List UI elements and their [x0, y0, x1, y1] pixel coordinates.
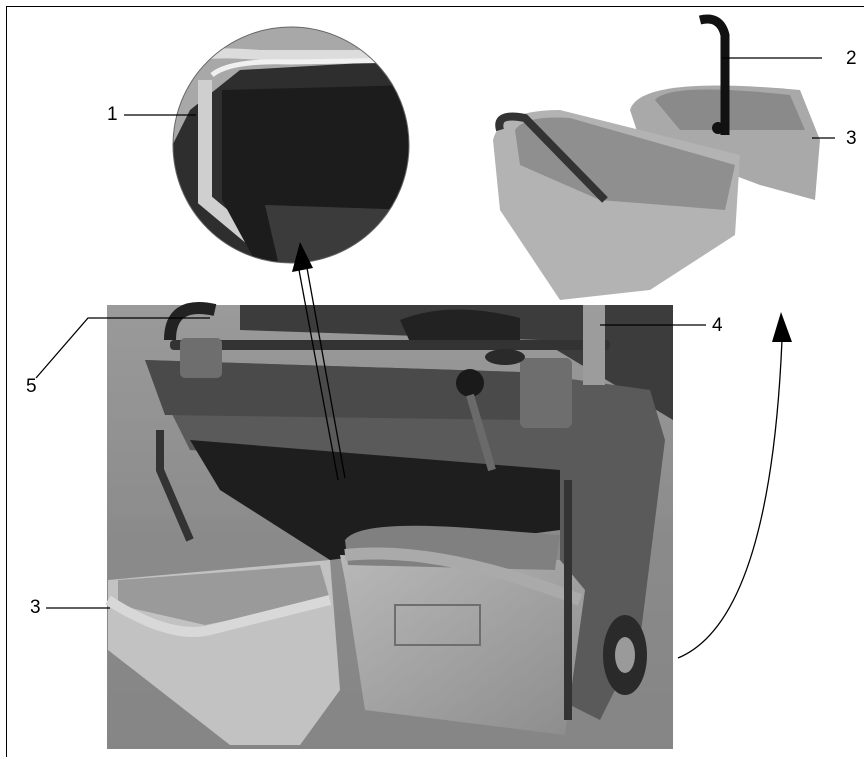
callout-1: 1 — [107, 104, 118, 125]
figure-frame — [6, 6, 864, 757]
callout-3-left: 3 — [30, 597, 41, 618]
removal-arrow — [677, 312, 792, 659]
callout-2: 2 — [846, 48, 857, 69]
detail-arrow — [292, 242, 346, 481]
removed-bins-photo — [493, 14, 820, 300]
callout-leaders — [35, 57, 835, 609]
callout-5: 5 — [26, 376, 37, 397]
callout-4: 4 — [712, 315, 723, 336]
callout-3-top: 3 — [846, 128, 857, 149]
machine-photo — [105, 302, 673, 749]
